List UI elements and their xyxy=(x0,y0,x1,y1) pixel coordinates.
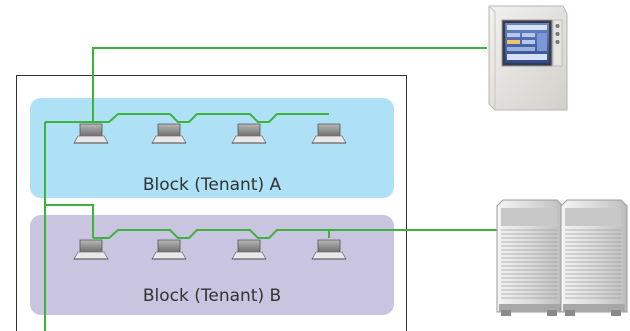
ceiling-cassette-unit-icon xyxy=(73,239,109,260)
block-a-area xyxy=(30,98,394,198)
block-a-label: Block (Tenant) A xyxy=(143,175,282,195)
wiring xyxy=(44,47,500,331)
ceiling-cassette-unit-icon xyxy=(231,123,267,144)
outdoor-unit-icon xyxy=(560,199,628,316)
ceiling-cassette-unit-icon xyxy=(311,123,347,144)
block-b-units xyxy=(73,239,347,260)
controller-wire xyxy=(92,47,487,122)
ceiling-cassette-unit-icon xyxy=(151,123,187,144)
ceiling-cassette-unit-icon xyxy=(231,239,267,260)
ceiling-cassette-unit-icon xyxy=(73,123,109,144)
building-outline xyxy=(16,75,407,331)
block-a-chain xyxy=(93,113,329,123)
outdoor-unit-icon xyxy=(496,199,564,316)
block-b-label: Block (Tenant) B xyxy=(143,286,281,306)
block-b-chain xyxy=(93,229,330,239)
ceiling-cassette-unit-icon xyxy=(151,239,187,260)
ceiling-cassette-unit-icon xyxy=(311,239,347,260)
block-link-wire xyxy=(44,122,94,238)
block-a-units xyxy=(73,123,347,144)
block-b-area xyxy=(30,215,394,315)
outdoor-units xyxy=(496,199,628,316)
central-controller-icon xyxy=(488,5,568,111)
